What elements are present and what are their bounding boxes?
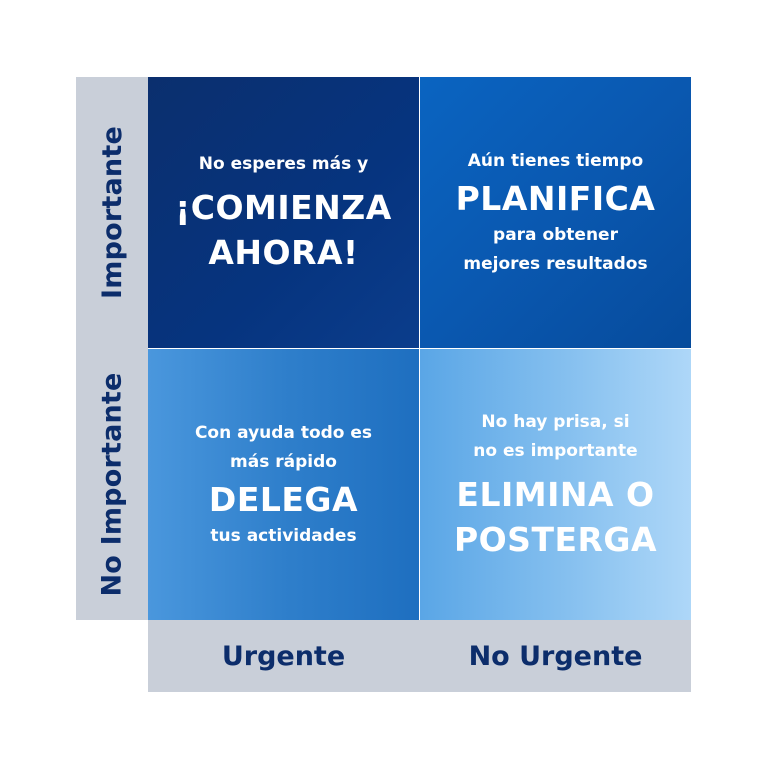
axis-label-important-container: Importante <box>76 77 148 348</box>
quadrant-eliminate-intro-line1: No hay prisa, si <box>481 411 630 432</box>
quadrant-plan-outro-line2: mejores resultados <box>463 253 648 274</box>
quadrant-delegate-action: DELEGA <box>208 479 359 519</box>
quadrant-do-now-action-line1: ¡COMIENZA <box>175 188 392 227</box>
quadrant-eliminate-intro-line2: no es importante <box>473 440 638 461</box>
quadrant-do-now: No esperes más y ¡COMIENZA AHORA! <box>148 77 419 348</box>
quadrant-delegate: Con ayuda todo es más rápido DELEGA tus … <box>148 349 419 620</box>
quadrant-eliminate: No hay prisa, si no es importante ELIMIN… <box>420 349 691 620</box>
quadrant-delegate-intro-line1: Con ayuda todo es <box>194 422 373 443</box>
axis-label-not-urgent: No Urgente <box>468 640 643 672</box>
axis-label-not-important: No Importante <box>96 372 128 597</box>
quadrant-do-now-action-line2: AHORA! <box>208 233 359 272</box>
quadrant-plan-action: PLANIFICA <box>455 178 656 218</box>
quadrant-plan: Aún tienes tiempo PLANIFICA para obtener… <box>420 77 691 348</box>
quadrant-eliminate-action-line1: ELIMINA O <box>456 474 655 514</box>
axis-label-not-important-container: No Importante <box>76 349 148 620</box>
quadrant-plan-outro-line1: para obtener <box>493 224 618 245</box>
quadrant-eliminate-action-line2: POSTERGA <box>453 519 658 559</box>
quadrant-plan-intro: Aún tienes tiempo <box>467 150 644 171</box>
urgency-axis: Urgente No Urgente <box>148 620 691 692</box>
axis-label-urgent: Urgente <box>221 640 346 672</box>
axis-label-important: Importante <box>96 126 128 299</box>
quadrant-delegate-outro: tus actividades <box>210 525 357 546</box>
importance-axis: Importante No Importante <box>76 77 148 620</box>
quadrant-delegate-intro-line2: más rápido <box>230 451 337 472</box>
quadrant-do-now-intro: No esperes más y <box>198 154 369 174</box>
